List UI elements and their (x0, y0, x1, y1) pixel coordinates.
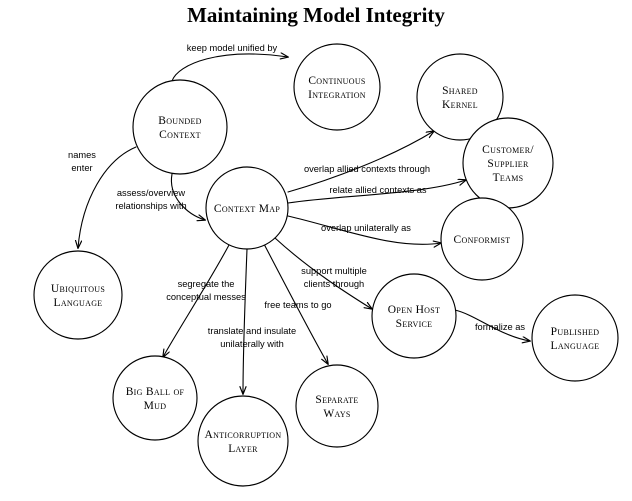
edges-layer (78, 54, 530, 394)
node-label-customer-supplier-teams: Supplier (487, 158, 529, 170)
node-circle-big-ball-of-mud[interactable] (112, 355, 198, 441)
node-circle-ubiquitous-language[interactable] (33, 250, 123, 340)
edge-bc-to-ci (171, 54, 288, 82)
edge-label-cm-to-ohs: clients through (304, 279, 364, 289)
node-label-bounded-context: Bounded (158, 115, 202, 127)
edge-label-bc-to-cm: relationships with (115, 201, 186, 211)
edge-cm-to-conf (287, 215, 441, 244)
edge-label-cm-to-acl: unilaterally with (220, 339, 284, 349)
node-circle-continuous-integration[interactable] (293, 43, 381, 131)
node-circle-conformist[interactable] (440, 197, 524, 281)
edge-cm-to-bbm (163, 244, 230, 357)
edge-cm-to-acl (243, 248, 248, 394)
node-label-shared-kernel: Shared (442, 85, 478, 97)
edge-label-cm-to-bbm: segregate the (178, 279, 235, 289)
edge-bc-to-cm (170, 173, 205, 220)
node-label-continuous-integration: Integration (308, 89, 366, 101)
node-label-big-ball-of-mud: Big Ball of (126, 386, 185, 398)
node-label-shared-kernel: Kernel (442, 99, 478, 111)
node-label-published-language: Language (551, 340, 600, 352)
edge-cm-to-sw (263, 243, 328, 364)
node-label-separate-ways: Ways (323, 408, 350, 420)
node-context-map[interactable]: Context Map (205, 166, 289, 250)
edge-label-cm-to-acl: translate and insulate (208, 326, 296, 336)
edge-cm-to-cst (287, 180, 466, 204)
edge-cm-to-ohs (274, 237, 372, 309)
node-label-customer-supplier-teams: Teams (493, 172, 524, 184)
node-label-open-host-service: Open Host (388, 304, 440, 316)
edge-label-bc-to-cm: assess/overview (117, 188, 185, 198)
edge-label-cm-to-cst: relate allied contexts as (329, 185, 427, 195)
edge-label-cm-to-sk: overlap allied contexts through (304, 164, 430, 174)
node-label-bounded-context: Context (159, 129, 201, 141)
edge-label-bc-to-ci: keep model unified by (187, 43, 278, 53)
edge-label-cm-to-conf: overlap unilaterally as (321, 223, 411, 233)
edge-label-ohs-to-pl: formalize as (475, 322, 525, 332)
node-label-open-host-service: Service (396, 318, 433, 330)
node-circle-anticorruption-layer[interactable] (197, 395, 289, 487)
node-label-conformist: Conformist (454, 234, 511, 246)
node-label-big-ball-of-mud: Mud (144, 400, 167, 412)
node-circle-separate-ways[interactable] (295, 364, 379, 448)
edge-label-cm-to-bbm: conceptual messes (166, 292, 246, 302)
node-label-separate-ways: Separate (315, 394, 358, 406)
node-circle-open-host-service[interactable] (371, 273, 457, 359)
edge-label-cm-to-sw: free teams to go (264, 300, 331, 310)
edge-labels-layer: keep model unified by names enter assess/ov… (68, 43, 525, 349)
node-label-ubiquitous-language: Language (54, 297, 103, 309)
edge-label-bc-to-ul: names (68, 150, 96, 160)
node-label-anticorruption-layer: Anticorruption (205, 429, 282, 441)
node-circle-shared-kernel[interactable] (416, 53, 504, 141)
node-label-customer-supplier-teams: Customer/ (482, 144, 534, 156)
node-circle-bounded-context[interactable] (132, 79, 228, 175)
node-circle-context-map[interactable] (205, 166, 289, 250)
node-label-ubiquitous-language: Ubiquitous (51, 283, 105, 295)
edge-label-cm-to-ohs: support multiple (301, 266, 367, 276)
edge-bc-to-ul (78, 146, 137, 248)
node-label-context-map: Context Map (214, 203, 281, 215)
edge-label-bc-to-ul: enter (71, 163, 92, 173)
node-circle-published-language[interactable] (531, 294, 619, 382)
node-label-anticorruption-layer: Layer (228, 443, 258, 455)
edge-ohs-to-pl (454, 309, 530, 341)
node-big-ball-of-mud[interactable]: Big Ball of Mud (112, 355, 198, 441)
node-label-continuous-integration: Continuous (308, 75, 365, 87)
edge-cm-to-sk (287, 131, 434, 193)
node-label-published-language: Published (551, 326, 600, 338)
node-conformist[interactable]: Conformist (440, 197, 524, 281)
page-title: Maintaining Model Integrity (187, 3, 445, 27)
